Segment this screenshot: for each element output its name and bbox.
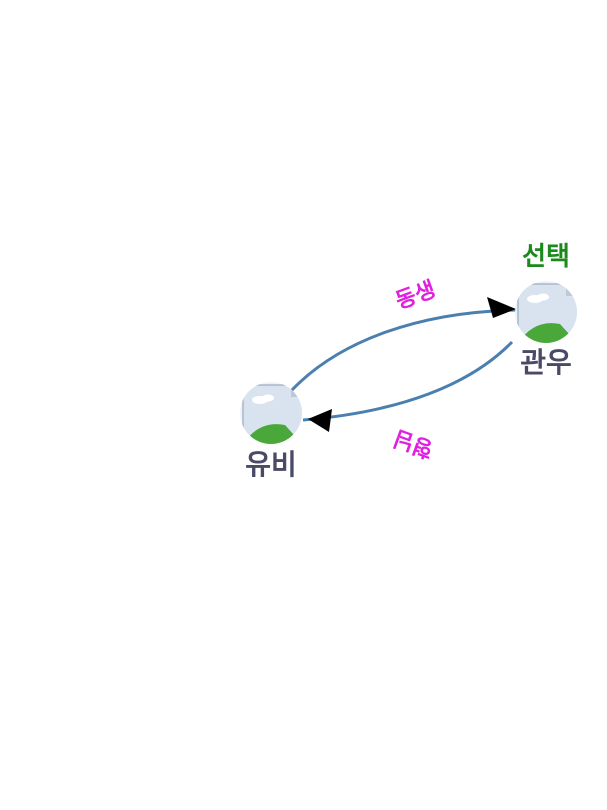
edge-gwanu-to-yubi[interactable] xyxy=(302,340,514,432)
node-gwanu[interactable]: 선택 관우 xyxy=(515,242,578,379)
selected-badge: 선택 xyxy=(522,242,570,272)
edge-label-bottom[interactable]: 형님 xyxy=(390,424,437,461)
edge-yubi-to-gwanu[interactable] xyxy=(290,297,517,392)
node-yubi[interactable]: 유비 xyxy=(240,382,303,481)
node-label-gwanu: 관우 xyxy=(520,346,572,379)
image-placeholder-icon xyxy=(240,382,302,444)
arrowhead-to-yubi xyxy=(308,409,332,432)
arrowhead-to-gwanu xyxy=(487,297,516,318)
edge-label-top[interactable]: 동생 xyxy=(392,277,439,314)
image-placeholder-icon xyxy=(515,281,577,343)
node-label-yubi: 유비 xyxy=(245,448,297,481)
